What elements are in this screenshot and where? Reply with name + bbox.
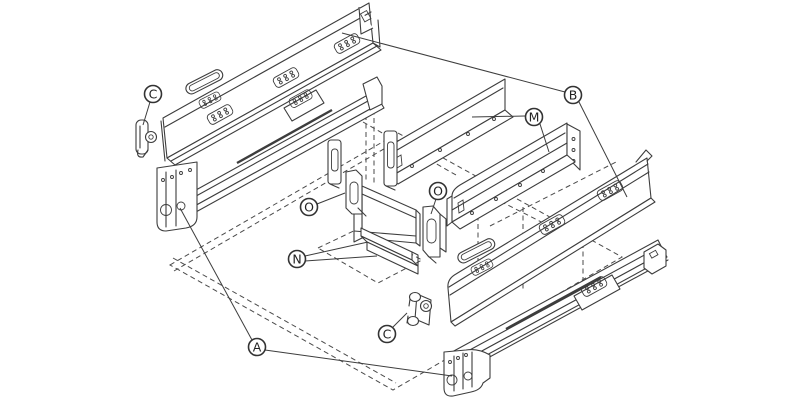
top-side-panel <box>160 2 382 166</box>
callout-o-left-label: O <box>304 200 314 215</box>
callout-o-right-label: O <box>433 184 443 199</box>
front-fixing-clip-left <box>135 119 158 158</box>
front-bracket-right <box>422 205 447 264</box>
fixing-bracket-tab-left <box>327 139 342 189</box>
leader-lines <box>142 32 628 377</box>
front-fixing-clip-bottom <box>406 291 433 327</box>
right-slide-rail <box>443 239 669 397</box>
bottom-front-rail <box>360 227 419 275</box>
callout-o-right: O <box>428 181 448 201</box>
left-slide-rail <box>156 76 385 232</box>
callout-a: A <box>247 337 267 357</box>
bottom-side-panel <box>447 149 656 327</box>
front-bracket-left <box>345 169 367 217</box>
callout-b-label: B <box>569 88 578 103</box>
callout-m-label: M <box>529 110 540 125</box>
callout-m: M <box>524 107 544 127</box>
callout-n: N <box>287 249 307 269</box>
inner-panel-left <box>385 78 514 185</box>
fixing-bracket-tab-right <box>383 130 398 191</box>
callout-n-label: N <box>292 252 301 267</box>
callout-c-left: C <box>143 84 163 104</box>
callout-o-left: O <box>299 197 319 217</box>
callout-c-left-label: C <box>149 87 158 102</box>
callout-c-bottom-label: C <box>383 327 392 342</box>
callout-b: B <box>563 85 583 105</box>
callout-c-bottom: C <box>377 324 397 344</box>
callout-a-label: A <box>253 340 262 355</box>
drawer-bottom-panel-dashed <box>168 132 624 391</box>
